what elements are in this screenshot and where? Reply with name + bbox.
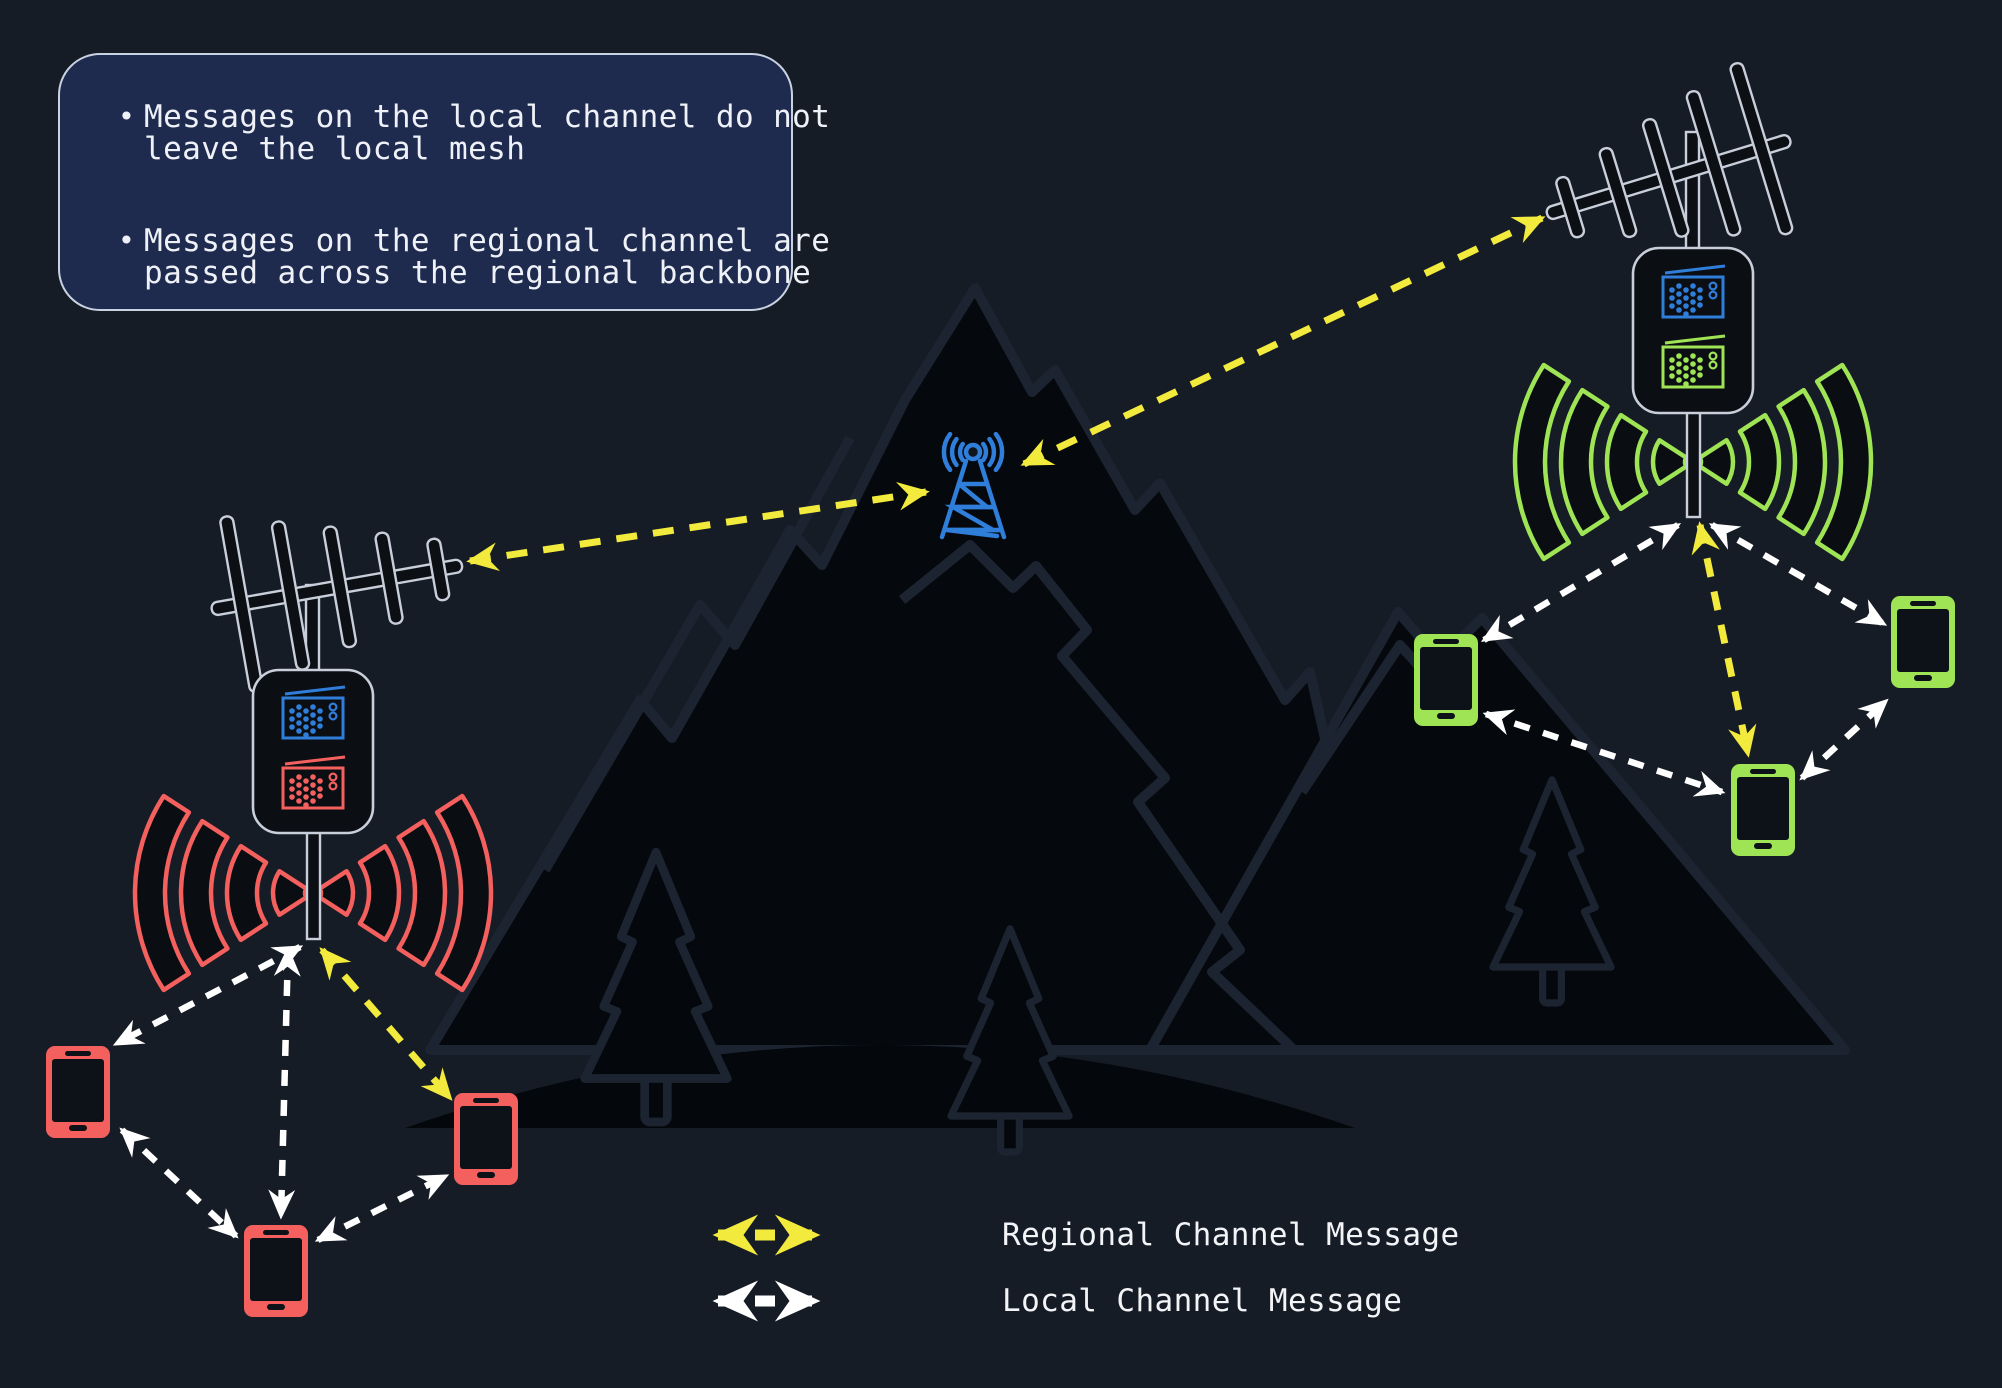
- right-mesh-station: [1515, 53, 1871, 559]
- smartphone-icon: [1414, 634, 1478, 726]
- legend-label-regional: Regional Channel Message: [1002, 1217, 1460, 1253]
- legend-arrows: [712, 1214, 821, 1322]
- info-bullet: Messages on the local channel do not lea…: [118, 101, 834, 165]
- smartphone-icon: [454, 1093, 518, 1185]
- station-pole: [1685, 409, 1702, 519]
- foothill-mound: [405, 1045, 1355, 1128]
- smartphone-icon: [1731, 764, 1795, 856]
- smartphone-icon: [244, 1225, 308, 1317]
- info-bullet-list: Messages on the local channel do not lea…: [118, 101, 830, 289]
- left-mesh-station: [135, 476, 491, 990]
- regional-link-arrow: [1020, 214, 1546, 468]
- local-mesh-links: [112, 521, 1889, 1243]
- yagi-antenna-icon: [195, 476, 479, 699]
- info-box: Messages on the local channel do not lea…: [58, 53, 830, 311]
- radio-tower-icon: [939, 431, 1007, 540]
- ridge-line: [898, 540, 1296, 1052]
- info-bullet: Messages on the regional channel are pas…: [118, 225, 834, 289]
- regional-link-arrow: [466, 481, 930, 572]
- smartphone-icon: [1891, 596, 1955, 688]
- station-pole: [305, 829, 322, 941]
- legend-label-local: Local Channel Message: [1002, 1283, 1403, 1319]
- smartphone-icon: [46, 1046, 110, 1138]
- regional-backbone-links: [466, 214, 1546, 572]
- mountain-range: [405, 283, 1850, 1152]
